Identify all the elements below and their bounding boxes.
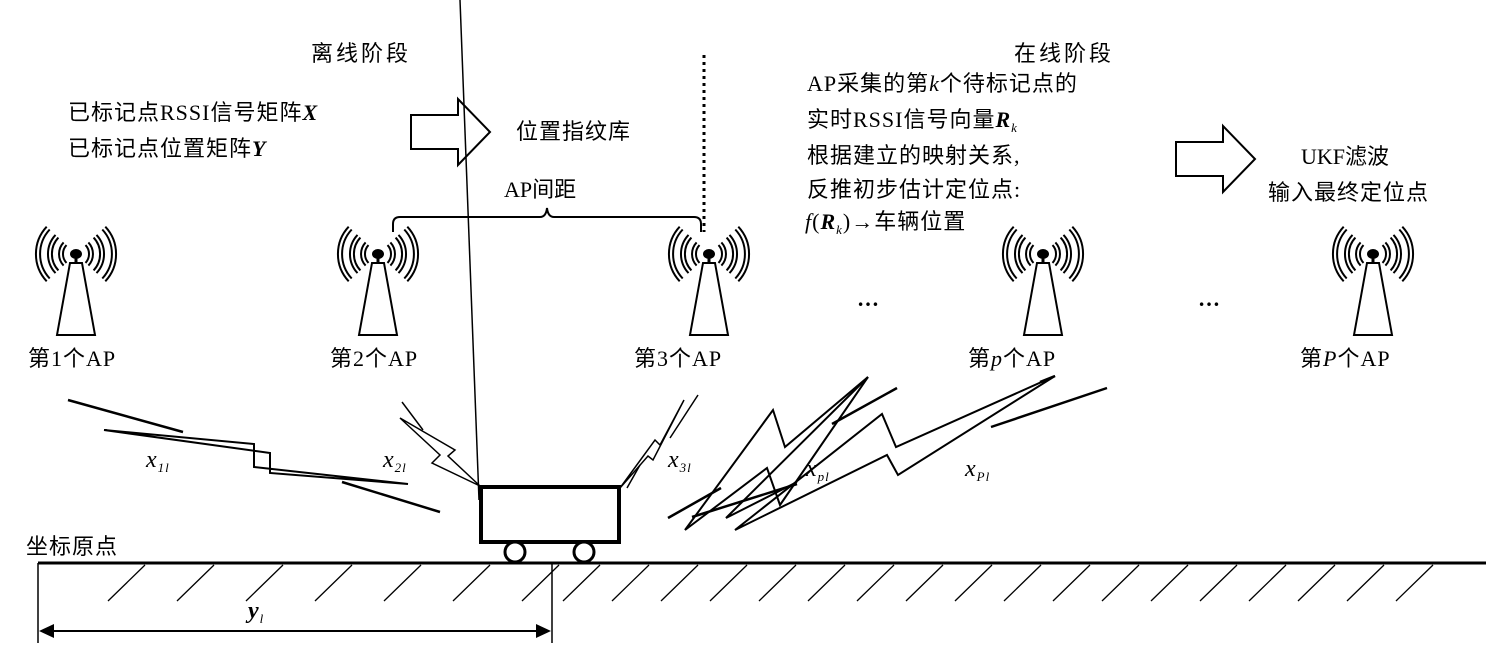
offline-phase-title: 离线阶段 — [311, 41, 412, 66]
distance-label-yl: yl — [248, 598, 265, 626]
offline-input-position-matrix: 已标记点位置矩阵Y — [68, 136, 267, 161]
hatch-mark — [1150, 564, 1189, 602]
wifi-tower-icon-2 — [336, 226, 420, 336]
signal-label-xPl: xPl — [965, 456, 991, 484]
hatch-mark — [1346, 564, 1385, 602]
online-line-3: 根据建立的映射关系, — [807, 143, 1021, 168]
offline-input-rssi-matrix: 已标记点RSSI信号矩阵X — [68, 100, 319, 125]
hatch-mark — [245, 564, 284, 602]
wifi-tower-icon-P — [1331, 226, 1415, 336]
hatch-mark — [452, 564, 491, 602]
ap-towers — [34, 226, 1415, 336]
hatch-mark — [1052, 564, 1091, 602]
hatch-mark — [954, 564, 993, 602]
coordinate-origin-label: 坐标原点 — [26, 534, 119, 559]
distance-arrow — [39, 624, 551, 638]
signal-label-xpl: xpl — [806, 456, 830, 484]
ap-label-3: 第3个AP — [634, 346, 723, 371]
hatch-mark — [905, 564, 944, 602]
signal-label-x1l: x1l — [146, 447, 170, 475]
signal-x1l — [67, 398, 441, 514]
vehicle-icon — [479, 485, 621, 564]
ap-label-2: 第2个AP — [330, 346, 419, 371]
final-position-label: 输入最终定位点 — [1268, 180, 1430, 205]
hatch-mark — [176, 564, 215, 602]
ap-label-P: 第P个AP — [1300, 346, 1391, 371]
ellipsis-2: … — [1198, 286, 1220, 311]
hatch-mark — [1297, 564, 1336, 602]
ap-label-p: 第p个AP — [968, 346, 1057, 371]
hatch-mark — [709, 564, 748, 602]
wifi-tower-icon-p — [1001, 226, 1085, 336]
hatch-mark — [660, 564, 699, 602]
hatch-mark — [1248, 564, 1287, 602]
signal-xPl — [734, 374, 1108, 531]
hatch-mark — [611, 564, 650, 602]
hatch-mark — [1395, 564, 1434, 602]
hatch-mark — [807, 564, 846, 602]
var-X: X — [302, 100, 319, 125]
online-line-5: f(Rk)→车辆位置 — [805, 209, 967, 237]
hatch-mark — [856, 564, 895, 602]
var-Y: Y — [252, 136, 267, 161]
ap-spacing-label: AP间距 — [504, 177, 577, 202]
hatch-mark — [314, 564, 353, 602]
ground-hatching — [107, 564, 1434, 602]
online-phase-title: 在线阶段 — [1014, 41, 1115, 66]
online-line-1: AP采集的第k个待标记点的 — [807, 71, 1078, 96]
ukf-filter-label: UKF滤波 — [1301, 144, 1390, 169]
hatch-mark — [1199, 564, 1238, 602]
ap-spacing-brace — [392, 207, 702, 232]
wifi-tower-icon-3 — [667, 226, 751, 336]
hatch-mark — [521, 564, 560, 602]
offline-arrow-icon — [410, 96, 492, 168]
fingerprint-database-label: 位置指纹库 — [516, 119, 632, 144]
online-line-2: 实时RSSI信号向量Rk — [807, 107, 1018, 135]
online-arrow-icon — [1175, 123, 1257, 195]
signal-xpl — [667, 376, 898, 531]
hatch-mark — [1101, 564, 1140, 602]
wifi-tower-icon-1 — [34, 226, 118, 336]
hatch-mark — [562, 564, 601, 602]
hatch-mark — [383, 564, 422, 602]
hatch-mark — [1003, 564, 1042, 602]
ap-label-1: 第1个AP — [28, 346, 117, 371]
online-line-4: 反推初步估计定位点: — [807, 177, 1022, 202]
signal-x2l — [399, 0, 481, 501]
signal-label-x2l: x2l — [383, 447, 407, 475]
signal-label-x3l: x3l — [668, 447, 692, 475]
hatch-mark — [107, 564, 146, 602]
hatch-mark — [758, 564, 797, 602]
ellipsis-1: … — [857, 286, 879, 311]
